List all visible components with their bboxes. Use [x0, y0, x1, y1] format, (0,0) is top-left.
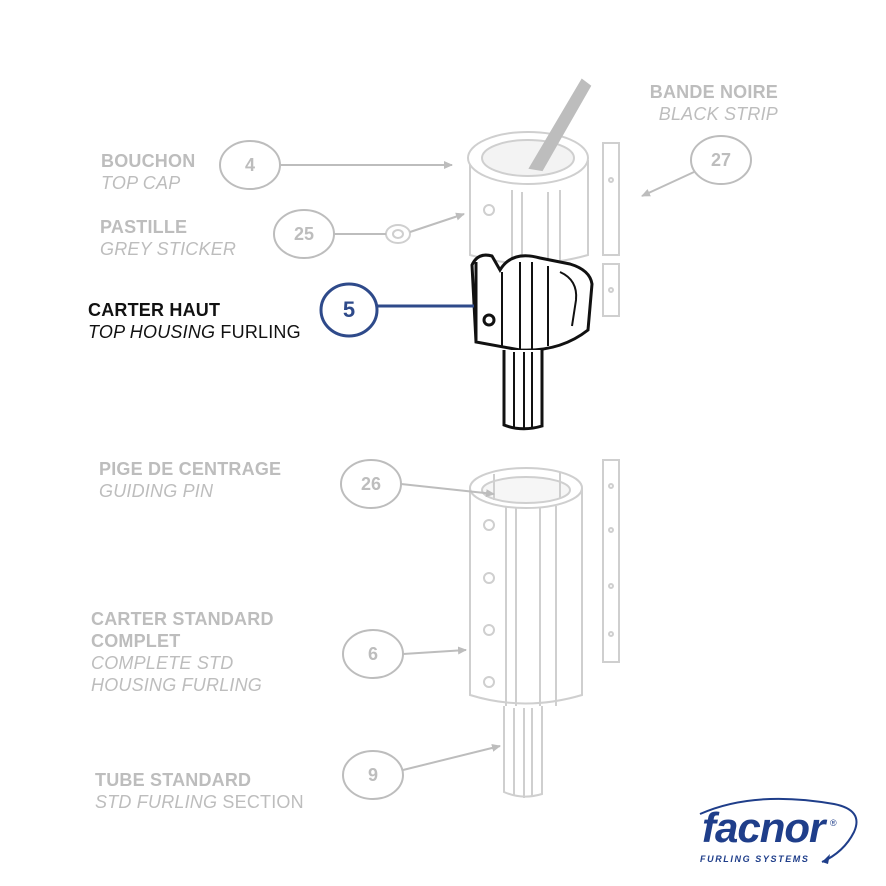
callout-number-26: 26 — [360, 473, 382, 494]
top-cap-drawing — [467, 78, 592, 265]
standard-strip-drawing — [602, 459, 620, 663]
top-housing-drawing — [470, 253, 594, 431]
label-guiding-pin-fr: PIGE DE CENTRAGE — [99, 459, 282, 479]
label-black-strip-fr: BANDE NOIRE — [649, 82, 778, 102]
label-grey-sticker: PASTILLE GREY STICKER — [100, 216, 236, 260]
standard-housing-drawing — [469, 467, 583, 708]
facnor-logo: facnor ® FURLING SYSTEMS — [694, 796, 864, 872]
callout-circle-9 — [342, 750, 404, 800]
leader-9 — [402, 744, 501, 771]
label-top-housing-en-italic: TOP HOUSING — [88, 322, 216, 342]
logo-swoosh — [699, 797, 858, 864]
label-standard-housing: CARTER STANDARD COMPLET COMPLETE STD HOU… — [91, 608, 274, 696]
label-top-housing: CARTER HAUT TOP HOUSING FURLING — [88, 299, 301, 343]
label-top-housing-en-plain: FURLING — [220, 322, 301, 342]
leader-27 — [641, 171, 695, 197]
label-black-strip-en: BLACK STRIP — [658, 104, 778, 124]
grey-sticker-drawing — [385, 224, 411, 244]
label-standard-tube: TUBE STANDARD STD FURLING SECTION — [95, 769, 304, 813]
callout-circle-5 — [319, 282, 379, 338]
callout-circle-27 — [690, 135, 752, 185]
label-standard-housing-fr-2: COMPLET — [91, 631, 181, 651]
logo-tagline: FURLING SYSTEMS — [700, 854, 810, 864]
callout-number-25: 25 — [293, 223, 315, 244]
label-grey-sticker-en: GREY STICKER — [100, 239, 237, 259]
label-guiding-pin: PIGE DE CENTRAGE GUIDING PIN — [99, 458, 281, 502]
callout-number-9: 9 — [367, 764, 378, 785]
label-standard-housing-en-1: COMPLETE STD — [91, 653, 234, 673]
callout-number-4: 4 — [244, 154, 255, 175]
label-black-strip: BANDE NOIRE BLACK STRIP — [640, 81, 778, 125]
label-standard-tube-en-plain: SECTION — [222, 792, 304, 812]
leader-6 — [402, 646, 467, 655]
logo-registered-mark: ® — [830, 818, 837, 828]
label-top-housing-fr: CARTER HAUT — [88, 300, 221, 320]
label-guiding-pin-en: GUIDING PIN — [99, 481, 214, 501]
callout-number-27: 27 — [710, 149, 732, 170]
label-top-cap: BOUCHON TOP CAP — [101, 150, 195, 194]
callout-number-6: 6 — [367, 643, 378, 664]
label-top-cap-en: TOP CAP — [101, 173, 181, 193]
black-strip-drawing — [602, 142, 620, 317]
label-standard-housing-fr-1: CARTER STANDARD — [91, 609, 274, 629]
callout-number-5: 5 — [342, 297, 356, 322]
leader-25b — [409, 212, 465, 233]
label-top-cap-fr: BOUCHON — [101, 151, 196, 171]
logo-wordmark: facnor — [702, 804, 825, 851]
label-standard-housing-en-2: HOUSING FURLING — [91, 675, 263, 695]
leader-26 — [400, 483, 495, 498]
label-standard-tube-fr: TUBE STANDARD — [95, 770, 252, 790]
label-grey-sticker-fr: PASTILLE — [100, 217, 188, 237]
standard-tube-drawing — [503, 706, 543, 798]
label-standard-tube-en-italic: STD FURLING — [95, 792, 218, 812]
